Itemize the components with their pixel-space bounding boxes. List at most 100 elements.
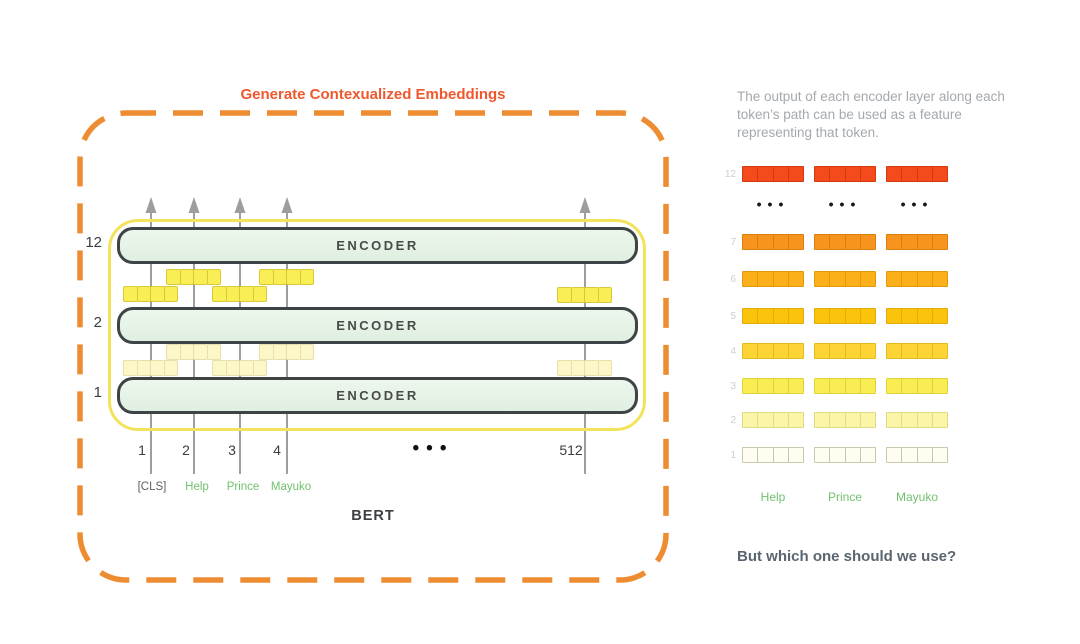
feature-cell xyxy=(933,344,947,358)
feature-cell xyxy=(830,344,846,358)
feature-cell xyxy=(743,167,759,181)
feature-cell xyxy=(774,309,789,323)
feature-vector xyxy=(742,343,804,359)
embedding-vector xyxy=(212,360,267,376)
feature-cell xyxy=(918,344,933,358)
feature-cell xyxy=(846,379,861,393)
feature-cell xyxy=(774,235,789,249)
feature-cell xyxy=(902,167,918,181)
encoder-label: ENCODER xyxy=(336,388,419,403)
layer-number-2: 2 xyxy=(93,314,102,331)
feature-row-layer-12: 12 xyxy=(710,166,958,182)
feature-vector xyxy=(742,447,804,463)
feature-cell xyxy=(902,235,918,249)
feature-cell xyxy=(789,272,803,286)
layer-number-label: 3 xyxy=(730,380,736,392)
feature-cell xyxy=(887,235,903,249)
feature-vector xyxy=(886,378,948,394)
feature-cell xyxy=(758,379,774,393)
embedding-cell xyxy=(252,286,267,302)
feature-vector xyxy=(742,166,804,182)
feature-cell xyxy=(933,448,947,462)
feature-cell xyxy=(758,448,774,462)
token-label-prince: Prince xyxy=(226,481,260,493)
token-label-mayuko: Mayuko xyxy=(895,490,939,504)
embedding-cell xyxy=(557,360,572,376)
embedding-cell xyxy=(597,360,612,376)
feature-row-layer-2: 2 xyxy=(710,412,958,428)
feature-row-layer-5: 5 xyxy=(710,308,958,324)
layer-number-label: 5 xyxy=(730,310,736,322)
token-label-prince: Prince xyxy=(827,490,862,504)
encoder-block-2: ENCODER xyxy=(117,307,638,344)
feature-vector xyxy=(814,343,876,359)
feature-cell xyxy=(933,272,947,286)
embedding-cell xyxy=(584,360,599,376)
feature-row-layer-7: 7 xyxy=(710,234,958,250)
feature-cell xyxy=(758,235,774,249)
feature-cell xyxy=(830,167,846,181)
embedding-cell xyxy=(123,286,138,302)
embedding-cell xyxy=(166,269,181,285)
layer-number-label: 2 xyxy=(730,414,736,426)
feature-cell xyxy=(918,413,933,427)
embedding-cell xyxy=(166,344,181,360)
question-text: But which one should we use? xyxy=(737,548,957,565)
feature-cell xyxy=(887,309,903,323)
feature-cell xyxy=(918,448,933,462)
feature-cell xyxy=(815,309,831,323)
feature-cell xyxy=(815,272,831,286)
feature-cell xyxy=(830,235,846,249)
feature-cell xyxy=(743,344,759,358)
embedding-cell xyxy=(259,344,274,360)
embedding-cell xyxy=(136,286,151,302)
feature-cell xyxy=(933,413,947,427)
embedding-cell xyxy=(136,360,151,376)
feature-cell xyxy=(887,413,903,427)
feature-cell xyxy=(758,344,774,358)
feature-cell xyxy=(774,413,789,427)
feature-cell xyxy=(815,344,831,358)
feature-vector xyxy=(814,378,876,394)
up-arrow-icons xyxy=(145,197,591,213)
feature-cell xyxy=(815,235,831,249)
feature-cell xyxy=(861,448,875,462)
feature-cell xyxy=(861,272,875,286)
feature-cell xyxy=(758,413,774,427)
embedding-cell xyxy=(150,286,165,302)
feature-vector xyxy=(814,447,876,463)
layer-number-label: 12 xyxy=(724,168,736,180)
feature-cell xyxy=(815,379,831,393)
embedding-vector xyxy=(166,269,221,285)
feature-cell xyxy=(774,448,789,462)
feature-cell xyxy=(902,344,918,358)
feature-cell xyxy=(789,309,803,323)
layer-number-label: 1 xyxy=(730,449,736,461)
token-label-help: Help xyxy=(760,490,786,504)
feature-cell xyxy=(861,309,875,323)
feature-cell xyxy=(861,235,875,249)
feature-cell xyxy=(774,272,789,286)
feature-cell xyxy=(846,272,861,286)
embedding-cell xyxy=(286,269,301,285)
feature-cell xyxy=(815,167,831,181)
feature-cell xyxy=(830,272,846,286)
feature-cell xyxy=(758,167,774,181)
embedding-cell xyxy=(225,286,240,302)
feature-cell xyxy=(861,379,875,393)
ellipsis-row: ••••••••• xyxy=(710,196,958,212)
ellipsis-dots: ••• xyxy=(412,438,454,459)
embedding-vector xyxy=(557,360,612,376)
feature-cell xyxy=(830,379,846,393)
encoder-block-12: ENCODER xyxy=(117,227,638,264)
embedding-cell xyxy=(163,286,178,302)
embedding-vector xyxy=(259,344,314,360)
position-label-3: 3 xyxy=(228,442,236,458)
embedding-cell xyxy=(150,360,165,376)
feature-cell xyxy=(887,448,903,462)
ellipsis-dots: ••• xyxy=(900,196,934,212)
feature-row-layer-1: 1 xyxy=(710,447,958,463)
feature-cell xyxy=(918,235,933,249)
position-label-4: 4 xyxy=(273,442,281,458)
